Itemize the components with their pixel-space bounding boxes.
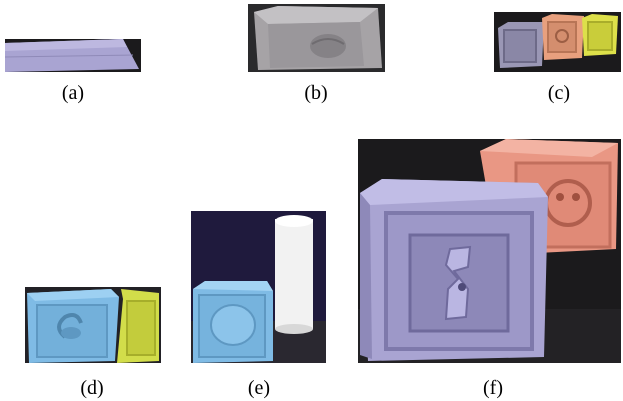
panel-a-image (5, 39, 141, 72)
caption-f: (f) (483, 377, 503, 399)
panel-f-image (358, 139, 621, 363)
panel-b-image (248, 4, 385, 72)
panel-e-image (191, 211, 326, 363)
caption-a: (a) (61, 82, 85, 104)
panel-c-image (494, 12, 621, 72)
caption-e: (e) (247, 377, 271, 399)
caption-c: (c) (547, 82, 571, 104)
panel-d-image (25, 287, 161, 363)
caption-d: (d) (80, 377, 104, 399)
caption-b: (b) (304, 82, 328, 104)
